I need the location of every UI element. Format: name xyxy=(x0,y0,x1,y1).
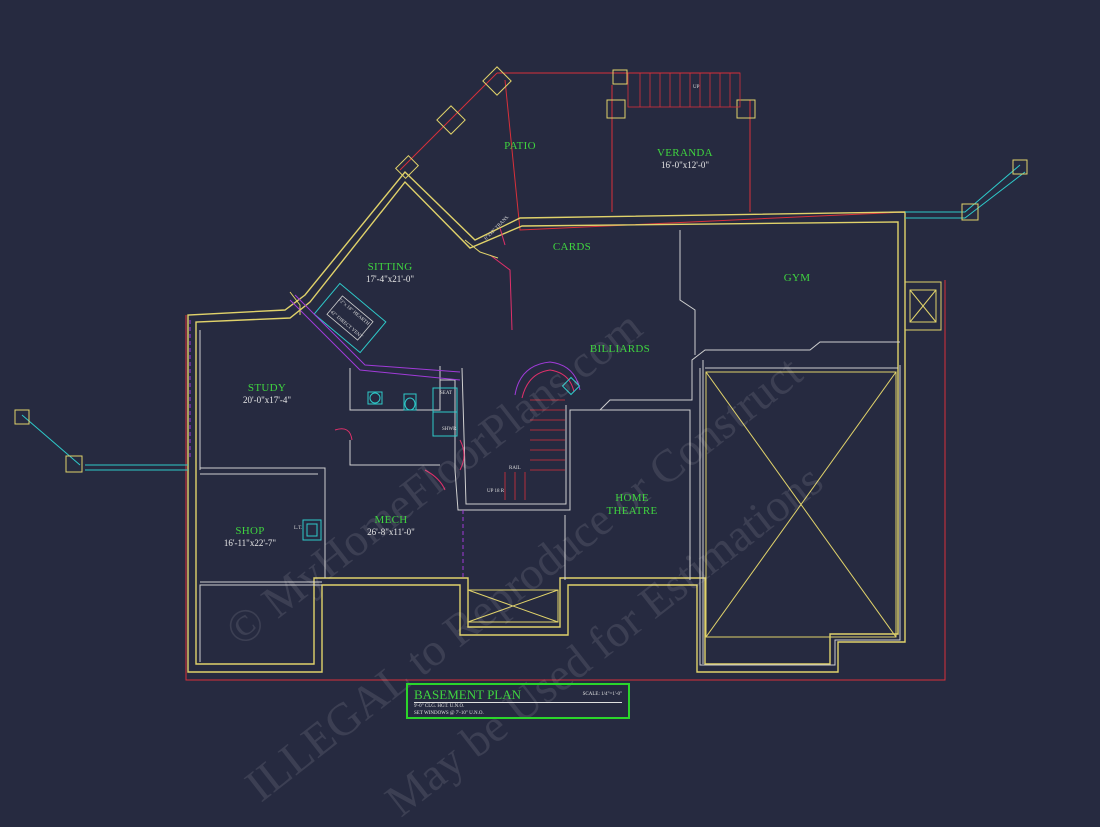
dimension-lines xyxy=(185,72,960,681)
note-rail: RAIL xyxy=(509,466,521,471)
hidden-lines xyxy=(189,320,464,580)
room-cards: CARDS xyxy=(532,241,612,254)
plan-scale: SCALE: 1/4"=1'-0" xyxy=(582,692,622,697)
room-mech-name: MECH xyxy=(374,514,408,526)
note-up-stair: UP 18 R xyxy=(487,489,505,494)
room-home-theatre-name: HOME THEATRE xyxy=(606,492,658,517)
room-patio: PATIO xyxy=(480,140,560,153)
room-sitting-dim: 17'-4"x21'-0" xyxy=(365,273,415,284)
note-shwr: SHWR xyxy=(442,427,457,432)
note-lt: L.T. xyxy=(294,526,303,531)
side-wings xyxy=(21,164,1026,471)
room-veranda: VERANDA 16'-0"x12'-0" xyxy=(640,147,730,170)
room-shop-name: SHOP xyxy=(235,525,265,537)
room-home-theatre: HOME THEATRE xyxy=(597,492,667,517)
fireplace xyxy=(289,282,461,381)
window-well xyxy=(467,281,942,623)
room-gym: GYM xyxy=(757,272,837,285)
room-mech: MECH 26'-8"x11'-0" xyxy=(346,514,436,537)
room-study-name: STUDY xyxy=(247,382,287,394)
room-billiards-name: BILLIARDS xyxy=(589,343,651,355)
exterior-walls xyxy=(187,170,906,673)
basement-stair xyxy=(504,361,581,500)
room-mech-dim: 26'-8"x11'-0" xyxy=(367,526,415,537)
plan-title: BASEMENT PLAN xyxy=(414,687,522,702)
room-gym-name: GYM xyxy=(783,272,811,284)
veranda-stair xyxy=(627,72,741,108)
room-study-dim: 20'-0"x17'-4" xyxy=(242,394,292,405)
room-patio-name: PATIO xyxy=(504,140,536,152)
room-veranda-dim: 16'-0"x12'-0" xyxy=(660,159,710,170)
bath-fixtures xyxy=(302,387,458,541)
note-up-stair-top: UP xyxy=(693,85,700,90)
stair-side-walls xyxy=(289,239,499,315)
wing-columns xyxy=(14,159,1028,473)
door-swings xyxy=(334,227,513,491)
note-seat: SEAT xyxy=(440,391,452,396)
title-block: BASEMENT PLAN SCALE: 1/4"=1'-0" 9'-0" CL… xyxy=(406,683,630,719)
title-divider xyxy=(414,702,622,703)
plan-note-2: SET WINDOWS @ 7'-10" U.N.O. xyxy=(414,711,484,716)
room-study: STUDY 20'-0"x17'-4" xyxy=(222,382,312,405)
room-sitting: SITTING 17'-4"x21'-0" xyxy=(345,261,435,284)
room-billiards: BILLIARDS xyxy=(580,343,660,356)
open-to-below-x xyxy=(705,371,897,638)
room-sitting-name: SITTING xyxy=(367,261,413,273)
room-shop-dim: 16'-11"x22'-7" xyxy=(223,537,277,548)
room-shop: SHOP 16'-11"x22'-7" xyxy=(205,525,295,548)
room-veranda-name: VERANDA xyxy=(657,147,713,159)
room-cards-name: CARDS xyxy=(552,241,592,253)
plan-note-1: 9'-0" CLG. HGT. U.N.O. xyxy=(414,704,465,709)
patio-columns xyxy=(394,66,756,180)
interior-walls xyxy=(199,230,901,666)
